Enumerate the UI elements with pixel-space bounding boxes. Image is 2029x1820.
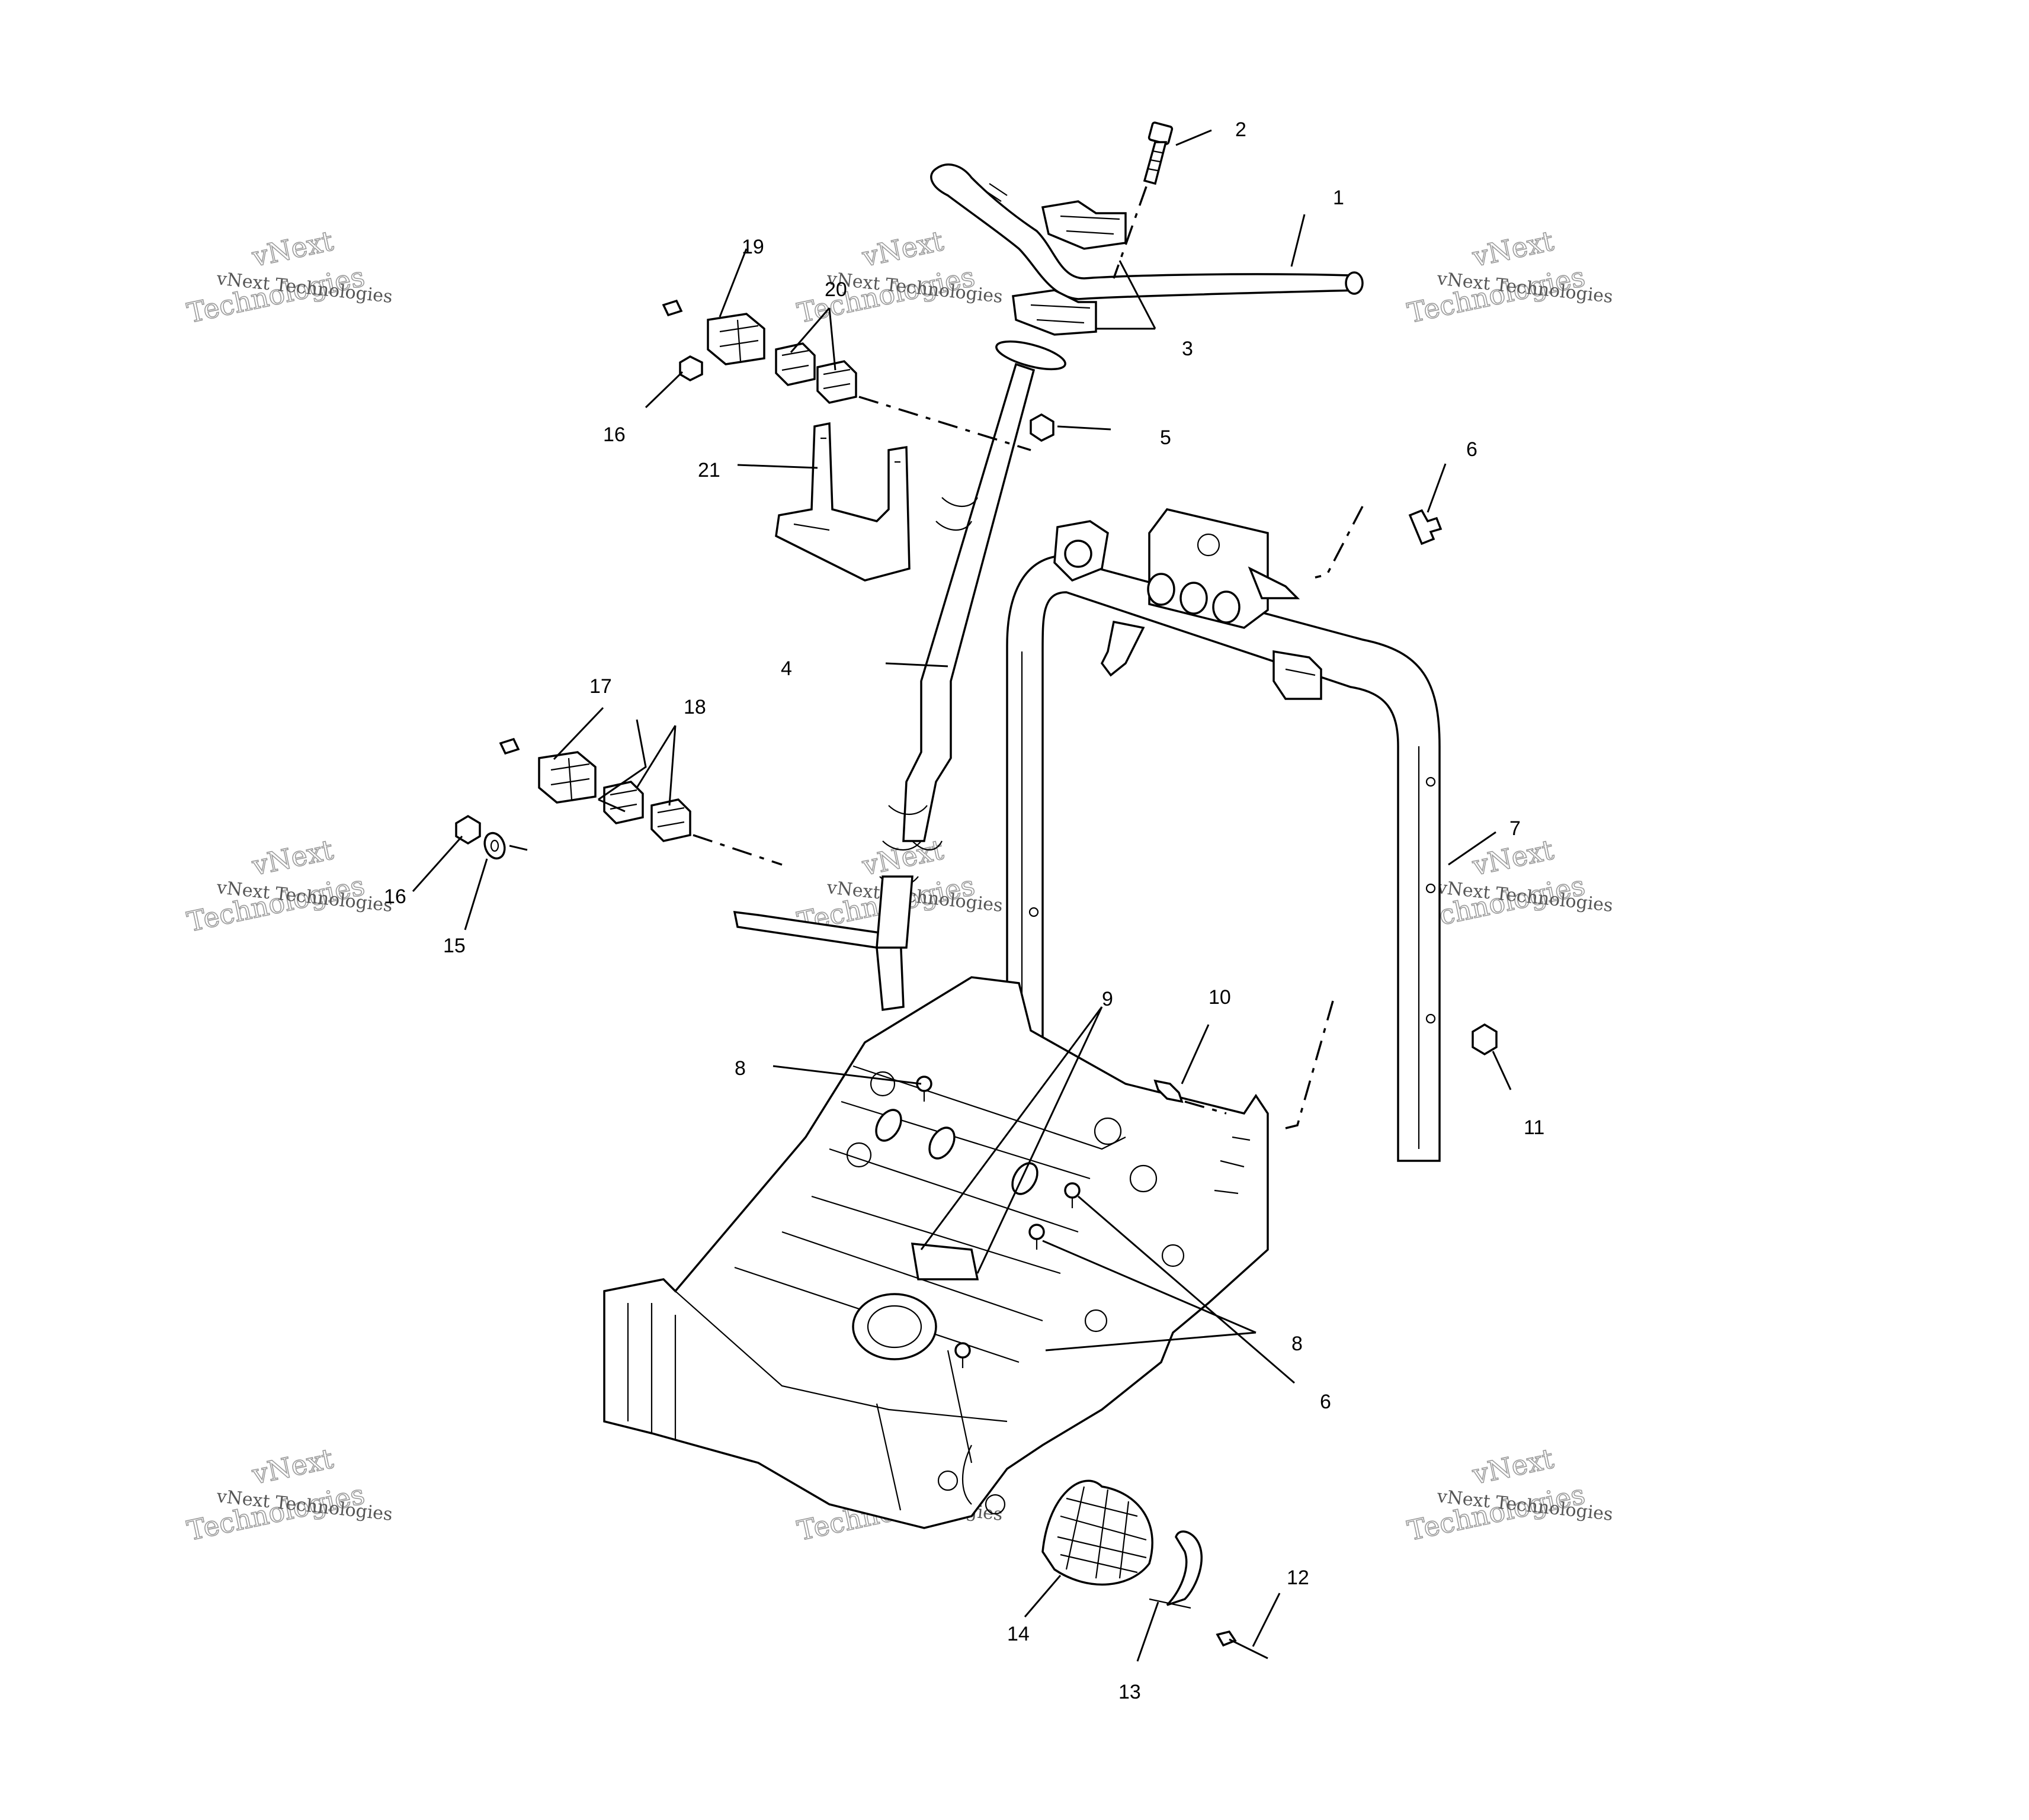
callout-13: 13 — [1118, 1681, 1141, 1703]
callout-8-right: 8 — [1291, 1333, 1303, 1355]
callout-16-upper: 16 — [603, 423, 626, 446]
fastener-8-d — [1064, 1182, 1081, 1208]
steering-support-hoop — [1006, 556, 1441, 1162]
fastener-8-c — [954, 1342, 971, 1368]
grommet-9-d — [911, 1243, 979, 1280]
clip-13 — [1149, 1530, 1203, 1609]
steering-post — [733, 340, 1066, 1011]
callout-11: 11 — [1524, 1116, 1544, 1139]
lower-bushing-guide — [693, 834, 783, 866]
callout-20: 20 — [825, 278, 847, 301]
callout-1: 1 — [1333, 187, 1344, 209]
callout-21: 21 — [698, 459, 720, 482]
vent-cone — [1041, 1479, 1153, 1586]
svg-text:vNext: vNext — [249, 224, 336, 273]
handlebar — [930, 163, 1364, 300]
bolt-6-guide — [1315, 506, 1364, 579]
lower-bushing-1 — [603, 781, 644, 824]
upper-bushing-guide — [858, 396, 1031, 451]
svg-text:vNext: vNext — [1469, 1442, 1557, 1491]
nut-5 — [1030, 413, 1054, 442]
washer-15 — [483, 832, 506, 860]
callout-2: 2 — [1235, 118, 1246, 141]
bolt-10-guide — [1184, 1100, 1227, 1115]
watermark-top-left: vNext Technologies vNext Technologies — [184, 224, 393, 329]
lower-bushing-2 — [650, 798, 691, 842]
callout-8-left: 8 — [735, 1057, 746, 1080]
grommet-9-b — [928, 1126, 956, 1160]
upper-bushing-1 — [775, 342, 816, 386]
callout-5: 5 — [1160, 426, 1171, 449]
callout-3: 3 — [1182, 338, 1193, 360]
pin-12 — [1216, 1630, 1268, 1659]
handlebar-clamp-upper — [1041, 200, 1127, 250]
bolt-10 — [1153, 1079, 1184, 1103]
callout-12: 12 — [1287, 1567, 1309, 1589]
watermark-top-center: vNext Technologies vNext Technologies — [794, 224, 1004, 329]
upper-bushing-2 — [816, 360, 857, 404]
svg-text:vNext: vNext — [859, 224, 947, 273]
callout-15: 15 — [443, 935, 466, 957]
watermark-bottom-left: vNext Technologies vNext Technologies — [184, 1442, 393, 1547]
callout-labels: 1 2 3 4 5 6 7 8 9 10 11 12 13 14 15 16 1… — [384, 118, 1544, 1703]
nut-16-upper — [679, 355, 703, 381]
steering-mount-bracket — [775, 422, 911, 582]
hoop-tab-right — [1272, 650, 1322, 700]
callout-4: 4 — [781, 657, 792, 680]
steering-post-mount-plate — [1053, 508, 1300, 629]
svg-text:vNext: vNext — [249, 833, 336, 882]
hoop-to-frame-guide — [1285, 1000, 1334, 1129]
callout-10: 10 — [1209, 986, 1231, 1009]
callout-16-lower: 16 — [384, 885, 406, 908]
callout-17: 17 — [589, 675, 612, 698]
callout-6-upper: 6 — [1466, 438, 1477, 461]
grommet-9-a — [875, 1109, 902, 1142]
watermark-mid-left: vNext Technologies vNext Technologies — [184, 833, 393, 938]
callout-9: 9 — [1102, 988, 1113, 1010]
callout-14: 14 — [1007, 1623, 1030, 1645]
clamp-bolt — [1143, 121, 1174, 185]
nut-11 — [1472, 1023, 1498, 1056]
svg-text:vNext: vNext — [1469, 224, 1557, 273]
upper-bushing-block — [662, 299, 765, 365]
watermark-top-right: vNext Technologies vNext Technologies — [1404, 224, 1614, 329]
watermark-bottom-right: vNext Technologies vNext Technologies — [1404, 1442, 1614, 1547]
bolt-6-upper — [1408, 509, 1443, 545]
bolt-guide-line — [1113, 186, 1147, 279]
lower-bushing-block — [499, 737, 597, 804]
callout-18: 18 — [684, 696, 706, 718]
leader-lines — [412, 129, 1512, 1662]
washer-lead — [509, 845, 528, 851]
fastener-8-b — [1028, 1224, 1045, 1250]
callout-7: 7 — [1509, 817, 1521, 840]
callout-6-lower: 6 — [1320, 1391, 1331, 1413]
hoop-tab-left — [1100, 620, 1145, 677]
callout-19: 19 — [742, 236, 764, 258]
handlebar-clamp-lower — [1012, 289, 1097, 336]
svg-text:vNext: vNext — [249, 1442, 336, 1491]
